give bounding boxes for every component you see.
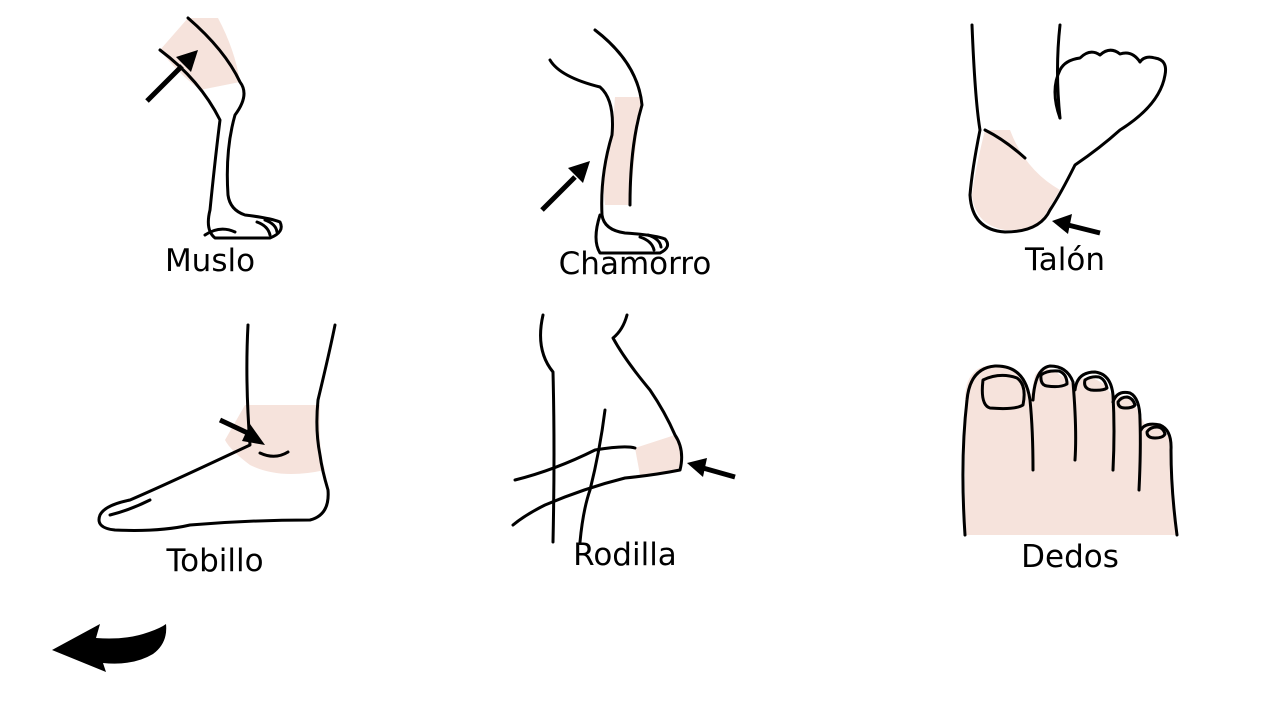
label-chamorro: Chamorro [558,246,712,282]
arrow-pointer-icon [540,161,590,212]
foot-heel-illustration [968,23,1167,234]
back-arrow-icon [52,624,167,672]
body-part-card-rodilla[interactable]: Rodilla [505,310,745,575]
leg-knee-illustration [511,313,684,544]
toes-illustration [961,364,1179,537]
body-part-card-tobillo[interactable]: Tobillo [90,320,340,580]
foot-ankle-illustration [97,323,337,532]
label-talon: Talón [1024,242,1106,278]
body-part-card-muslo[interactable]: Muslo [120,10,300,285]
leg-thigh-illustration [158,16,283,240]
back-button[interactable] [48,618,173,680]
arrow-pointer-icon [1052,214,1101,236]
label-muslo: Muslo [164,243,256,279]
body-part-card-talon[interactable]: Talón [950,20,1180,280]
label-rodilla: Rodilla [573,537,677,573]
arrow-pointer-icon [687,458,736,480]
label-tobillo: Tobillo [166,543,264,579]
arrow-pointer-icon [145,50,198,103]
body-part-card-chamorro[interactable]: Chamorro [520,25,750,285]
leg-calf-illustration [548,28,670,255]
label-dedos: Dedos [1021,539,1119,575]
arrow-pointer-icon [218,417,265,445]
body-part-card-dedos[interactable]: Dedos [955,360,1185,575]
